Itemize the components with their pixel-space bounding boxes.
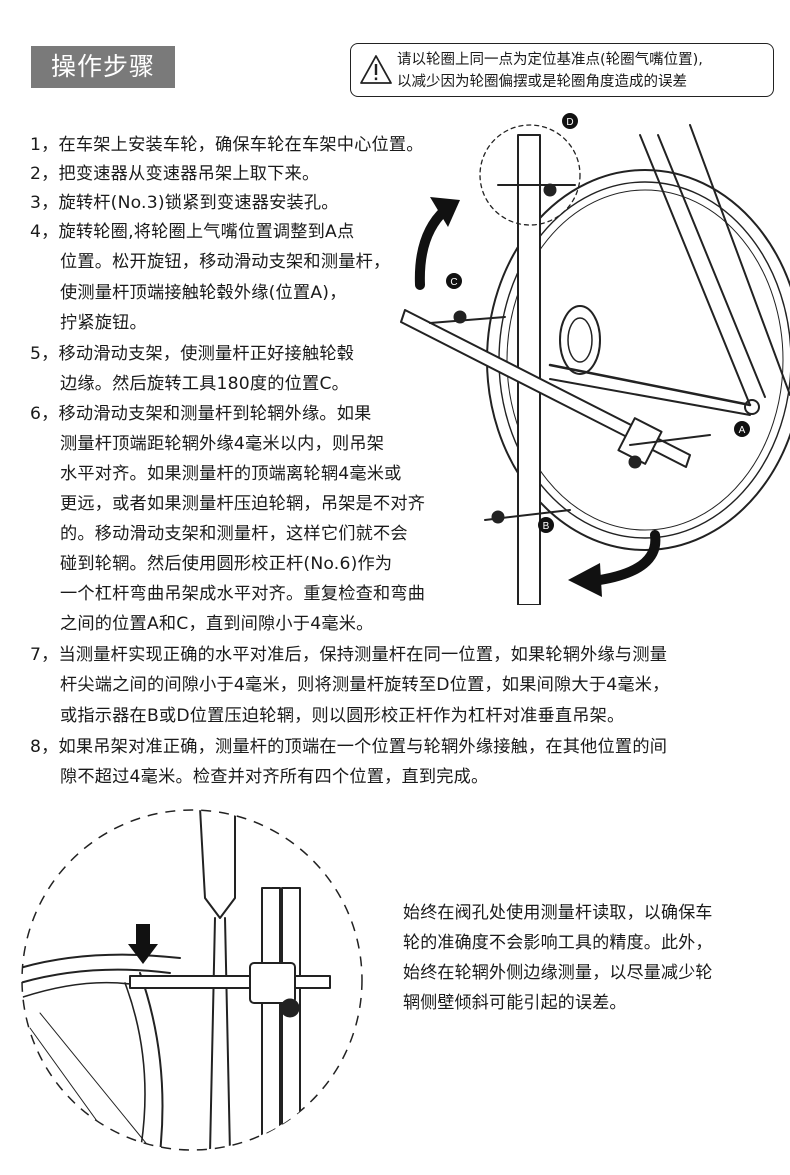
note-line: 始终在轮辋外侧边缘测量，以尽量减少轮 bbox=[403, 963, 713, 983]
note-line: 轮的准确度不会影响工具的精度。此外， bbox=[403, 933, 713, 953]
step-6-line: 更远，或者如果测量杆压迫轮辋，吊架是不对齐 bbox=[60, 494, 426, 514]
step-4-line: 位置。松开旋钮，移动滑动支架和测量杆， bbox=[60, 252, 391, 272]
step-5-line: 5，移动滑动支架，使测量杆正好接触轮毂 bbox=[30, 344, 355, 364]
notice-line: 请以轮圈上同一点为定位基准点(轮圈气嘴位置), bbox=[397, 52, 703, 68]
cassette bbox=[559, 305, 601, 375]
measuring-rod-c bbox=[429, 316, 506, 324]
gauge-arm bbox=[400, 309, 691, 468]
rim-inner-2 bbox=[506, 189, 784, 531]
note-line: 辋侧壁倾斜可能引起的误差。 bbox=[403, 993, 627, 1013]
detail-illustration bbox=[21, 809, 363, 1151]
notice-line: 以减少因为轮圈偏摆或是轮圈角度造成的误差 bbox=[397, 74, 687, 90]
steps-list: 1，在车架上安装车轮，确保车轮在车架中心位置。 2，把变速器从变速器吊架上取下来… bbox=[30, 135, 670, 787]
step-6-line: 水平对齐。如果测量杆的顶端离轮辋4毫米或 bbox=[60, 464, 402, 484]
label-a: A bbox=[734, 421, 750, 437]
step-8-line: 8，如果吊架对准正确，测量杆的顶端在一个位置与轮辋外缘接触，在其他位置的间 bbox=[30, 737, 668, 757]
tire-outer bbox=[22, 953, 181, 969]
knob bbox=[453, 310, 467, 324]
step-7-line: 或指示器在B或D位置压迫轮辋，则以圆形校正杆作为杠杆对准垂直吊架。 bbox=[60, 706, 625, 726]
step-2: 2，把变速器从变速器吊架上取下来。 bbox=[30, 164, 320, 184]
step-6-line: 碰到轮辋。然后使用圆形校正杆(No.6)作为 bbox=[60, 554, 393, 574]
wheel-alignment-illustration: D C B A bbox=[400, 113, 790, 605]
step-7-line: 7，当测量杆实现正确的水平对准后，保持测量杆在同一位置，如果轮辋外缘与测量 bbox=[30, 645, 668, 665]
rotate-arrow-down bbox=[595, 530, 661, 585]
label-c: C bbox=[446, 273, 462, 289]
frame-seatstay-2 bbox=[657, 134, 766, 398]
step-6-line: 6，移动滑动支架和测量杆到轮辋外缘。如果 bbox=[30, 404, 372, 424]
rim-inner bbox=[498, 181, 790, 539]
measurement-note: 始终在阀孔处使用测量杆读取，以确保车 轮的准确度不会影响工具的精度。此外， 始终… bbox=[403, 898, 773, 1018]
svg-text:B: B bbox=[543, 521, 550, 532]
step-6-line: 测量杆顶端距轮辋外缘4毫米以内，则吊架 bbox=[60, 434, 385, 454]
svg-text:C: C bbox=[450, 277, 457, 288]
page-title: 操作步骤 bbox=[31, 46, 175, 88]
rotate-arrow-up bbox=[414, 205, 450, 290]
knob bbox=[491, 510, 505, 524]
svg-text:D: D bbox=[566, 117, 573, 128]
step-4-line: 4，旋转轮圈,将轮圈上气嘴位置调整到A点 bbox=[30, 222, 355, 242]
step-8-line: 隙不超过4毫米。检查并对齐所有四个位置，直到完成。 bbox=[60, 767, 489, 787]
step-4-line: 使测量杆顶端接触轮毂外缘(位置A)， bbox=[60, 283, 347, 303]
knob bbox=[628, 455, 642, 469]
note-line: 始终在阀孔处使用测量杆读取，以确保车 bbox=[403, 903, 713, 923]
step-7-line: 杆尖端之间的间隙小于4毫米，则将测量杆旋转至D位置，如果间隙大于4毫米， bbox=[60, 675, 670, 695]
step-1: 1，在车架上安装车轮，确保车轮在车架中心位置。 bbox=[30, 135, 424, 155]
measuring-rod-a bbox=[629, 434, 711, 446]
step-6-line: 的。移动滑动支架和测量杆，这样它们就不会 bbox=[60, 524, 408, 544]
knob bbox=[543, 183, 557, 197]
axle bbox=[744, 399, 760, 415]
frame-seatstay bbox=[639, 134, 751, 406]
label-d: D bbox=[562, 113, 578, 129]
step-5-line: 边缘。然后旋转工具180度的位置C。 bbox=[60, 374, 350, 394]
notice-box: 请以轮圈上同一点为定位基准点(轮圈气嘴位置), 以减少因为轮圈偏摆或是轮圈角度造… bbox=[350, 43, 774, 97]
frame-chainstay-2 bbox=[549, 378, 751, 416]
step-4-line: 拧紧旋钮。 bbox=[60, 313, 147, 333]
step-3: 3，旋转杆(No.3)锁紧到变速器安装孔。 bbox=[30, 193, 339, 213]
notice-text: 请以轮圈上同一点为定位基准点(轮圈气嘴位置), 以减少因为轮圈偏摆或是轮圈角度造… bbox=[397, 49, 703, 93]
svg-text:A: A bbox=[739, 425, 746, 436]
step-6-line: 之间的位置A和C，直到间隙小于4毫米。 bbox=[60, 614, 374, 634]
arrow-down-icon bbox=[128, 924, 158, 964]
measuring-rod bbox=[129, 975, 331, 989]
frame-chainstay bbox=[548, 363, 752, 407]
warning-icon bbox=[360, 55, 392, 84]
frame-tube bbox=[689, 124, 790, 396]
step-6-line: 一个杠杆弯曲吊架成水平对齐。重复检查和弯曲 bbox=[60, 584, 426, 604]
label-b: B bbox=[538, 517, 554, 533]
detail-circle-d bbox=[479, 124, 581, 226]
